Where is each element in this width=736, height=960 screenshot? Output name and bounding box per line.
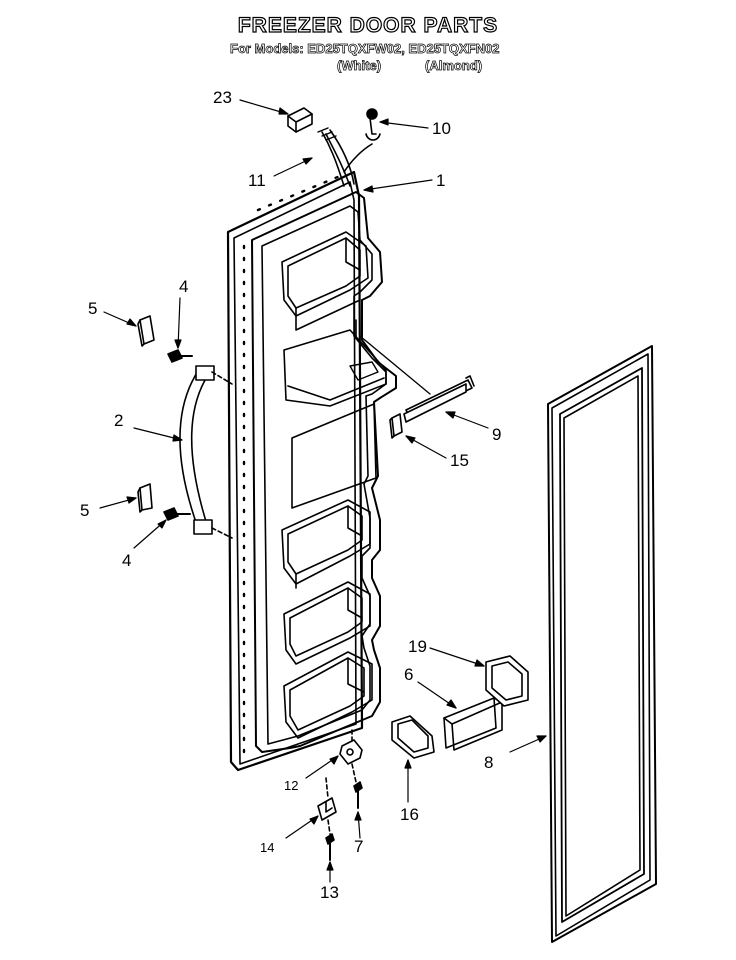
callout-12: 12 <box>284 778 298 793</box>
callout-4-bottom: 4 <box>122 551 131 570</box>
callout-15: 15 <box>450 451 469 470</box>
callout-16: 16 <box>400 805 419 824</box>
bin-end-cap-16 <box>391 715 435 759</box>
callout-1: 1 <box>436 171 445 190</box>
trim-strip-part <box>359 335 475 423</box>
handle-end-cap-top <box>137 315 155 347</box>
handle-end-cap-bottom <box>137 483 153 513</box>
callout-19: 19 <box>408 637 427 656</box>
models-line: For Models: ED25TQXFW02, ED25TQXFN02 <box>230 41 500 57</box>
trim-clip-part <box>389 413 403 439</box>
handle-screw-bottom <box>163 507 191 521</box>
callout-4-top: 4 <box>179 277 188 296</box>
screw-10-part <box>365 108 381 141</box>
wire-harness-part <box>317 127 373 187</box>
leader-lines <box>99 99 547 883</box>
diagram-title: FREEZER DOOR PARTS <box>237 13 499 37</box>
hinge-bracket-part <box>339 729 363 765</box>
finish-white-label: (White) <box>337 58 382 74</box>
callout-9: 9 <box>492 425 501 444</box>
callout-5-bottom: 5 <box>80 501 89 520</box>
hinge-screw-13 <box>325 819 335 861</box>
callout-13: 13 <box>320 883 339 902</box>
hinge-pin-part <box>317 777 337 821</box>
callout-11: 11 <box>248 171 266 190</box>
callout-23: 23 <box>213 88 232 107</box>
callout-5-top: 5 <box>88 299 97 318</box>
callout-7: 7 <box>354 837 363 856</box>
hinge-screw-7 <box>351 763 363 809</box>
door-handle-part <box>179 365 233 539</box>
wire-connector-part <box>287 107 313 133</box>
callout-10: 10 <box>432 119 451 138</box>
bin-end-cap-19 <box>485 655 529 707</box>
callout-8: 8 <box>484 753 493 772</box>
handle-screw-top <box>167 349 193 363</box>
freezer-door-part <box>226 170 397 772</box>
callout-14: 14 <box>260 840 274 855</box>
callout-6: 6 <box>404 665 413 684</box>
callout-2: 2 <box>114 411 123 430</box>
finish-almond-label: (Almond) <box>425 58 483 74</box>
door-gasket-part <box>547 345 657 943</box>
